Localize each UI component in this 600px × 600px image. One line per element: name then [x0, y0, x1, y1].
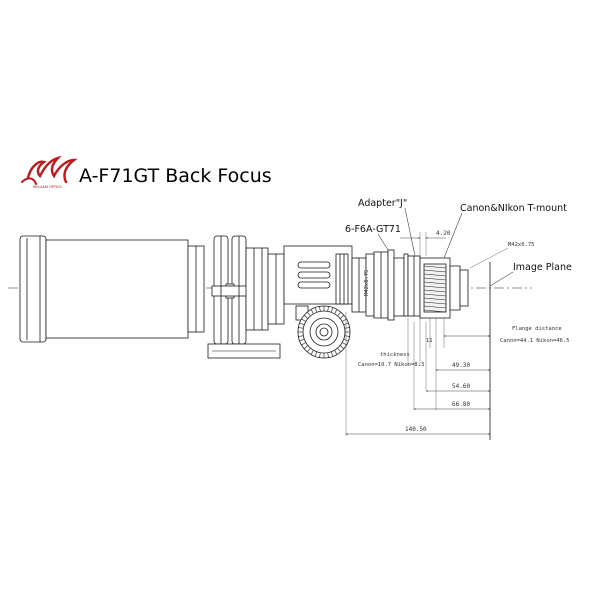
flange-label: Flange distance	[512, 326, 562, 332]
thickness-label: thickness	[380, 352, 410, 358]
adapter-j	[407, 255, 421, 317]
image-plane-label: Image Plane	[513, 262, 572, 273]
field-flattener	[351, 249, 409, 321]
dim-11: 11	[426, 338, 433, 344]
dim-4-20: 4.20	[436, 230, 451, 237]
thread-m42-right: M42x0.75	[508, 242, 535, 248]
tube-ring-clamps	[211, 235, 249, 345]
dim-66-80: 66.80	[452, 401, 470, 408]
william-optics-logo: WILLIAM OPTICS	[21, 155, 78, 189]
flange-values: Canon=44.1 Nikon=46.5	[500, 338, 570, 344]
thread-m42-left: M42x0.75	[364, 270, 370, 297]
flattener-label: 6-F6A-GT71	[345, 224, 401, 235]
brand-name: WILLIAM OPTICS	[33, 185, 62, 189]
focuser-body	[245, 245, 353, 331]
adapter-j-label: Adapter"J"	[358, 198, 407, 209]
dim-140-50: 140.50	[405, 426, 427, 433]
flattener-leader	[377, 233, 389, 251]
thickness-values: Canon=10.7 Nikon=8.3	[358, 362, 424, 368]
telescope-tube	[19, 235, 205, 343]
page-title: A-F71GT Back Focus	[79, 165, 272, 187]
image-plane-leader	[489, 271, 514, 287]
dim-54-60: 54.60	[452, 383, 470, 390]
adapter-leader	[404, 207, 416, 257]
tmount-label: Canon&NIkon T-mount	[460, 203, 567, 214]
dim-49-30: 49.30	[452, 362, 470, 369]
focus-knob	[295, 305, 351, 359]
tmount-leader	[443, 212, 463, 259]
